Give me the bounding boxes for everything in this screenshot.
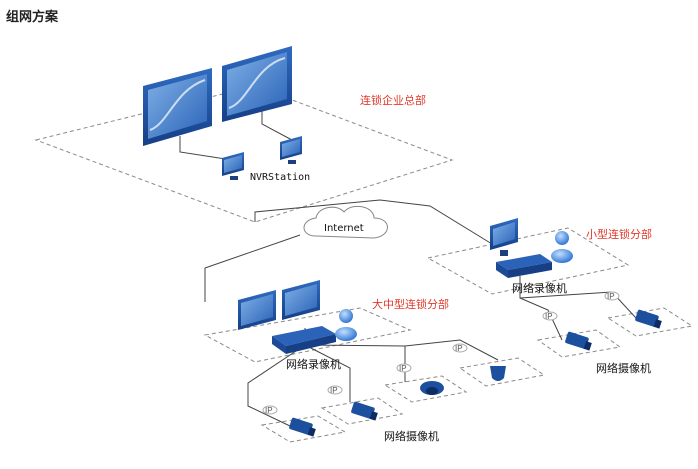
box-camera-icon bbox=[635, 309, 662, 329]
page-title: 组网方案 bbox=[6, 10, 59, 25]
recorder-small-label: 网络录像机 bbox=[512, 282, 567, 295]
box-camera-icon bbox=[351, 401, 378, 421]
camera-small-label: 网络摄像机 bbox=[596, 362, 651, 375]
large-branch-zone-outline bbox=[203, 307, 412, 363]
internet-cloud bbox=[303, 205, 388, 239]
ip-marker: IP bbox=[542, 311, 558, 321]
small-branch-nvr bbox=[496, 254, 552, 278]
ip-marker: IP bbox=[452, 343, 468, 353]
hq-workstation-1 bbox=[222, 152, 244, 180]
large-branch-operator-icon bbox=[335, 309, 357, 341]
internet-label: Internet bbox=[324, 223, 364, 234]
small-branch-monitor bbox=[490, 218, 518, 256]
branch-monitor-left bbox=[238, 290, 276, 330]
small-branch-zone-label: 小型连锁分部 bbox=[586, 228, 652, 241]
recorder-large-label: 网络录像机 bbox=[286, 358, 341, 371]
svg-text:IP: IP bbox=[455, 344, 463, 353]
box-camera-icon bbox=[565, 331, 592, 351]
svg-text:IP: IP bbox=[399, 364, 407, 373]
ip-marker: IP bbox=[604, 291, 620, 301]
ip-marker: IP bbox=[327, 385, 343, 395]
large-branch-nvr bbox=[272, 326, 336, 354]
svg-text:IP: IP bbox=[265, 406, 273, 415]
small-branch-operator-icon bbox=[551, 231, 573, 263]
cam-zone-5 bbox=[536, 329, 622, 358]
dome-camera-icon bbox=[420, 381, 444, 395]
hemisphere-camera-icon bbox=[490, 366, 506, 381]
cam-zone-6 bbox=[606, 307, 694, 337]
hq-zone-label: 连锁企业总部 bbox=[360, 94, 426, 107]
nvr-station-label: NVRStation bbox=[250, 172, 311, 183]
hq-video-wall-monitor-right bbox=[222, 46, 292, 122]
box-camera-icon bbox=[289, 417, 316, 437]
branch-monitor-right bbox=[282, 280, 320, 320]
cam-zone-1 bbox=[260, 415, 347, 443]
cam-zone-3 bbox=[383, 375, 468, 403]
large-branch-zone-label: 大中型连锁分部 bbox=[372, 298, 449, 311]
hq-video-wall-monitor-left bbox=[143, 68, 212, 146]
camera-large-label: 网络摄像机 bbox=[384, 430, 439, 443]
svg-text:IP: IP bbox=[607, 292, 615, 301]
svg-text:IP: IP bbox=[330, 386, 338, 395]
ip-marker: IP bbox=[396, 363, 412, 373]
svg-text:IP: IP bbox=[545, 312, 553, 321]
ip-marker: IP bbox=[262, 405, 278, 415]
small-branch-zone-outline bbox=[426, 227, 630, 295]
cam-zone-2 bbox=[320, 397, 404, 425]
hq-workstation-2 bbox=[280, 136, 302, 164]
